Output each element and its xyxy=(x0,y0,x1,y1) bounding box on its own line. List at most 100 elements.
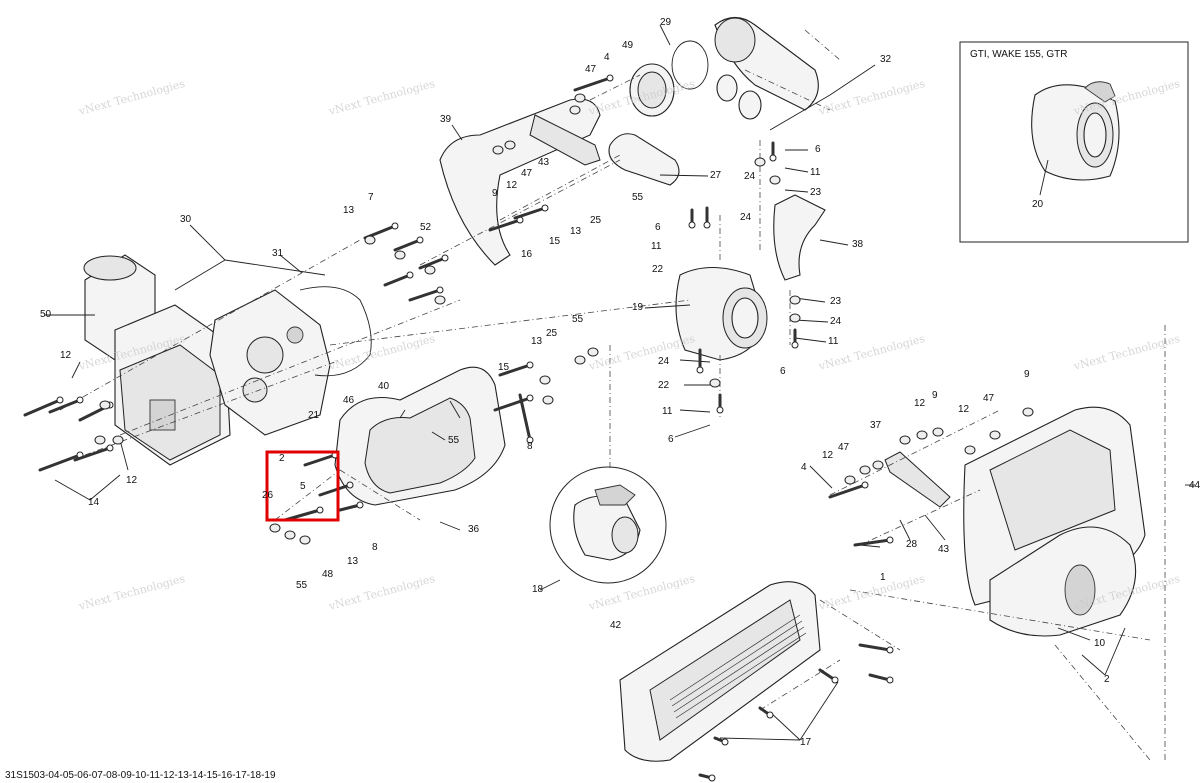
washer xyxy=(916,430,928,440)
bolt-head xyxy=(316,506,324,514)
bolt-head xyxy=(703,221,711,229)
washer xyxy=(539,375,551,385)
callout-6: 6 xyxy=(780,366,786,377)
bolt-head xyxy=(356,501,364,509)
washer xyxy=(542,395,554,405)
callout-31: 31 xyxy=(272,248,284,259)
washer xyxy=(299,535,311,545)
callout-19: 19 xyxy=(632,302,644,313)
bolt-head xyxy=(606,74,614,82)
callout-13: 13 xyxy=(343,205,355,216)
callout-47: 47 xyxy=(585,64,597,75)
venturi-19 xyxy=(675,267,768,361)
bolt-head xyxy=(56,396,64,404)
washer xyxy=(769,175,781,185)
callout-47: 47 xyxy=(983,393,995,404)
callout-7: 7 xyxy=(368,192,374,203)
washer xyxy=(789,295,801,305)
washer xyxy=(574,355,586,365)
washer xyxy=(872,460,884,470)
bolt-head xyxy=(696,366,704,374)
callout-4: 4 xyxy=(801,462,807,473)
callout-49: 49 xyxy=(622,40,634,51)
callout-36: 36 xyxy=(468,524,480,535)
callout-25: 25 xyxy=(590,215,602,226)
bolt xyxy=(853,538,892,547)
callout-28: 28 xyxy=(906,539,918,550)
inset-title: GTI, WAKE 155, GTR xyxy=(970,49,1067,60)
callout-13: 13 xyxy=(531,336,543,347)
washer xyxy=(1022,407,1034,417)
callout-16: 16 xyxy=(521,249,533,260)
callout-23: 23 xyxy=(830,296,842,307)
bolt-head xyxy=(688,221,696,229)
washer xyxy=(394,250,406,260)
callout-9: 9 xyxy=(932,390,938,401)
callout-8: 8 xyxy=(527,441,533,452)
bolt-head xyxy=(791,341,799,349)
washer xyxy=(844,475,856,485)
callout-43: 43 xyxy=(538,157,550,168)
bolt-head xyxy=(541,204,549,212)
gear-housing-cover xyxy=(209,286,372,436)
callout-11: 11 xyxy=(810,167,821,178)
callout-55: 55 xyxy=(448,435,460,446)
washer xyxy=(789,313,801,323)
bolt-head xyxy=(106,444,114,452)
seal-rings xyxy=(629,40,762,120)
callout-47: 47 xyxy=(838,442,850,453)
callout-5: 5 xyxy=(300,481,306,492)
bolt xyxy=(393,238,422,252)
callout-15: 15 xyxy=(498,362,510,373)
callout-18: 18 xyxy=(532,584,544,595)
callout-39: 39 xyxy=(440,114,452,125)
bolt xyxy=(828,483,867,499)
callout-55: 55 xyxy=(572,314,584,325)
callout-8: 8 xyxy=(372,542,378,553)
inset-panel: GTI, WAKE 155, GTR xyxy=(959,41,1189,243)
callout-32: 32 xyxy=(880,54,892,65)
washer xyxy=(859,465,871,475)
callout-11: 11 xyxy=(662,406,673,417)
callout-29: 29 xyxy=(660,17,672,28)
bolt-head xyxy=(716,406,724,414)
washer xyxy=(574,93,586,103)
bolt-head xyxy=(831,676,839,684)
washer xyxy=(94,435,106,445)
callout-26: 26 xyxy=(262,490,274,501)
bolt xyxy=(573,76,612,92)
callout-17: 17 xyxy=(800,737,812,748)
callout-40: 40 xyxy=(378,381,390,392)
bolt xyxy=(498,363,532,377)
bolt xyxy=(283,508,322,522)
callout-24: 24 xyxy=(740,212,752,223)
callout-1: 1 xyxy=(880,572,886,583)
bolt-head xyxy=(441,254,449,262)
callout-11: 11 xyxy=(651,241,662,252)
bracket-40 xyxy=(334,366,506,506)
bolt-head xyxy=(886,676,894,684)
callout-labels: 4742949323961124232755912474313730315216… xyxy=(40,17,1200,748)
callout-13: 13 xyxy=(347,556,359,567)
callout-13: 13 xyxy=(570,226,582,237)
callout-10: 10 xyxy=(1094,638,1106,649)
callout-48: 48 xyxy=(322,569,334,580)
bolt xyxy=(318,483,352,497)
callout-6: 6 xyxy=(655,222,661,233)
bolt xyxy=(383,273,412,287)
callout-6: 6 xyxy=(668,434,674,445)
bolt xyxy=(858,643,892,652)
detail-circle-18 xyxy=(549,466,667,584)
callout-55: 55 xyxy=(632,192,644,203)
watermark-text: vNext Technologies xyxy=(76,572,186,613)
washer xyxy=(284,530,296,540)
bolt-head xyxy=(391,222,399,230)
watermark-text: vNext Technologies xyxy=(76,77,186,118)
washer xyxy=(269,523,281,533)
callout-47: 47 xyxy=(521,168,533,179)
actuator-motor xyxy=(83,254,231,466)
leader-lines xyxy=(45,24,1195,741)
bolt-head xyxy=(416,236,424,244)
